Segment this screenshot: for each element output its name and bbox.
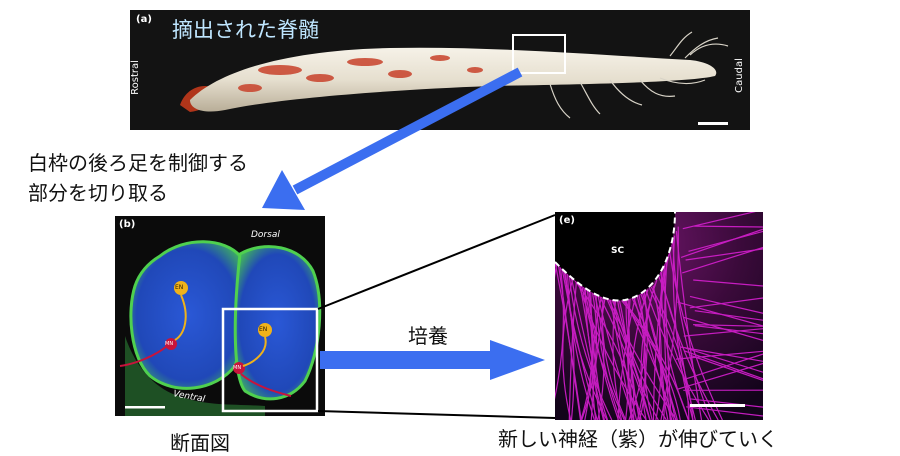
mn-label-right: MN xyxy=(233,365,242,371)
connector-bottom xyxy=(317,410,556,419)
caudal-label: Caudal xyxy=(733,58,745,93)
neurite-illustration xyxy=(555,212,763,420)
neurite-strand xyxy=(659,271,719,420)
cut-instruction-line2: 部分を切り取る xyxy=(28,181,168,205)
panel-b-tag: (b) xyxy=(119,219,136,230)
neurite-strand xyxy=(618,299,629,420)
cut-instruction-line1: 白枠の後ろ足を制御する xyxy=(28,151,248,175)
neurite-strand xyxy=(595,294,621,420)
neurite-strand xyxy=(566,273,595,420)
neurite-strand xyxy=(627,298,640,420)
neurite-strand xyxy=(592,296,602,420)
neurite-strand xyxy=(590,291,605,420)
sc-label: SC xyxy=(611,246,625,256)
neurite-strand xyxy=(590,297,606,420)
neurite-strand xyxy=(679,346,763,362)
neurite-strand xyxy=(565,272,608,420)
neurite-strand xyxy=(685,248,763,261)
panel-a-tag: (a) xyxy=(136,14,152,25)
neurite-strand xyxy=(577,282,647,420)
neurite-strand xyxy=(581,292,598,420)
neurite-strand xyxy=(682,212,756,230)
neurite-strand xyxy=(627,298,632,420)
neurite-strand xyxy=(584,288,609,420)
neurite-strand xyxy=(636,291,648,420)
neurite-strand xyxy=(630,289,649,420)
neurite-strand xyxy=(686,406,763,417)
neurite-strand xyxy=(683,353,763,381)
neurite-strand xyxy=(640,279,658,420)
mn-label-left: MN xyxy=(165,341,174,347)
neurite-strand xyxy=(690,354,763,381)
neurite-strand xyxy=(688,230,763,252)
neurite-strand xyxy=(689,295,763,314)
connector-top xyxy=(317,214,556,310)
en-label-left: EN xyxy=(175,284,184,291)
neurite-strand xyxy=(672,235,694,420)
neurite-strand xyxy=(693,324,763,327)
neurite-strand xyxy=(658,244,672,420)
rostral-label: Rostral xyxy=(130,60,141,95)
neurite-strand xyxy=(694,325,763,335)
neurite-strand xyxy=(593,293,605,420)
neurite-strand xyxy=(683,350,763,380)
neurite-strand xyxy=(675,350,763,360)
neurite-strand xyxy=(609,299,633,420)
neurite-strand xyxy=(562,278,574,420)
neurite-strand xyxy=(694,310,763,321)
neurite-strand xyxy=(586,289,619,420)
neurite-strand xyxy=(617,296,636,420)
dorsal-label: Dorsal xyxy=(251,230,280,240)
neurite-caption: 新しい神経（紫）が伸びていく xyxy=(498,427,778,451)
neurite-strand xyxy=(570,276,605,420)
panel-e-tag: (e) xyxy=(559,215,575,226)
neurite-strand xyxy=(680,228,763,258)
cross-section-caption: 断面図 xyxy=(170,431,230,455)
neurite-strand xyxy=(660,226,679,420)
neurite-strand xyxy=(684,347,763,373)
neurite-strand xyxy=(663,262,672,420)
neurite-strand xyxy=(558,265,582,420)
spinal-cord-photo: (a) 摘出された脊髄 Rostral Caudal xyxy=(130,10,750,130)
neurite-strand xyxy=(689,398,763,408)
neurite-strand xyxy=(568,275,613,420)
neurite-strand xyxy=(652,258,667,420)
neurite-strand xyxy=(693,279,763,287)
neurite-strand xyxy=(636,295,673,420)
neurite-strand xyxy=(682,246,763,274)
neurite-strand xyxy=(683,316,763,341)
panel-a-title: 摘出された脊髄 xyxy=(172,18,319,42)
neurite-growth-image: (e) SC xyxy=(555,212,763,420)
cross-section-image: (b) Dorsal Ventral EN EN MN MN xyxy=(115,216,325,416)
en-label-right: EN xyxy=(259,326,268,333)
neurite-strand xyxy=(568,281,577,420)
neurite-strand xyxy=(652,285,662,420)
culture-label: 培養 xyxy=(408,324,448,348)
neurite-strand xyxy=(664,253,671,420)
neurite-strand xyxy=(689,297,763,309)
cross-section-illustration xyxy=(119,240,322,416)
neurite-strand xyxy=(694,225,763,228)
neurite-strand xyxy=(683,328,763,337)
neurite-strand xyxy=(633,296,647,420)
